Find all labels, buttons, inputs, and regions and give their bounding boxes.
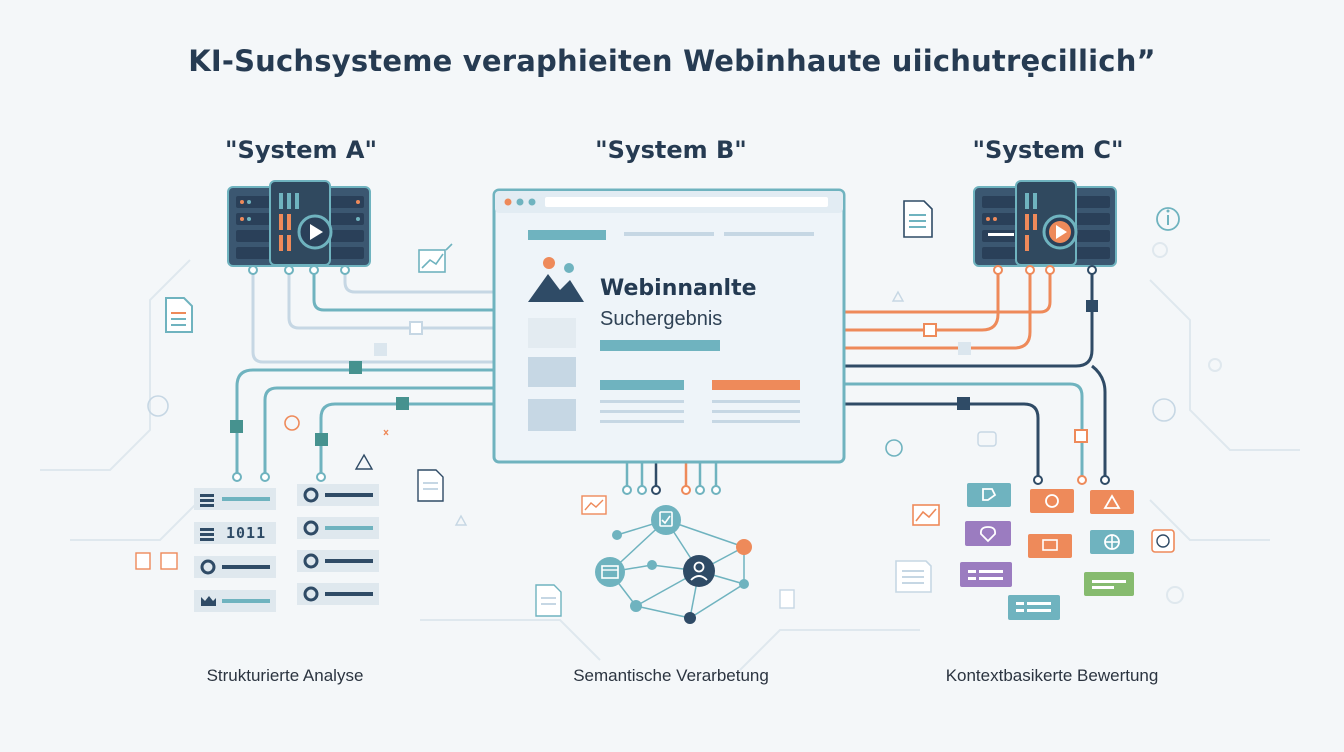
result-card-subtitle: Suchergebnis — [600, 308, 723, 330]
background-circuit — [40, 242, 1300, 671]
system-a-bits: 1011 — [226, 524, 267, 542]
browser-window — [492, 188, 846, 464]
system-c-label: "System C" — [972, 136, 1124, 164]
connectors-system-c — [845, 270, 1107, 478]
system-b-label: "System B" — [595, 136, 747, 164]
server-icon-system-a — [227, 180, 371, 267]
browser-content-blocks — [528, 318, 800, 431]
network-nodes — [595, 505, 752, 624]
warning-icon — [354, 290, 905, 526]
page-title: KI-Suchsysteme veraphieiten Webinhaute u… — [188, 44, 1156, 78]
document-icon — [165, 297, 193, 333]
system-c-caption: Kontextbasikerte Bewertung — [945, 666, 1159, 685]
document-icon-2 — [903, 200, 933, 238]
document-icon-4 — [535, 584, 562, 617]
document-icon-5 — [895, 560, 932, 593]
document-icon-3 — [417, 469, 444, 502]
result-card-title: Webinnanlte — [600, 276, 757, 301]
play-icon-system-a — [297, 214, 333, 250]
system-a-caption: Strukturierte Analyse — [206, 666, 364, 685]
system-c-tiles — [960, 483, 1134, 620]
chart-icon-2 — [581, 495, 607, 515]
connector-nodes-system-a — [230, 265, 423, 482]
info-icon — [1156, 207, 1180, 231]
system-b-caption: Semantische Verarbetung — [573, 666, 769, 685]
image-icon — [528, 257, 584, 302]
chart-icon — [418, 243, 453, 273]
connectors-system-a — [235, 270, 495, 475]
connectors-system-b — [622, 462, 721, 495]
system-a-label: "System A" — [225, 136, 377, 164]
play-icon-system-c — [1042, 214, 1078, 250]
info-icon-2 — [1151, 529, 1175, 553]
misc-decor-icons — [135, 395, 1176, 609]
system-a-list — [194, 484, 379, 612]
chart-icon-3 — [912, 504, 940, 526]
connector-nodes-system-c — [923, 265, 1110, 485]
network-graph — [609, 519, 745, 619]
